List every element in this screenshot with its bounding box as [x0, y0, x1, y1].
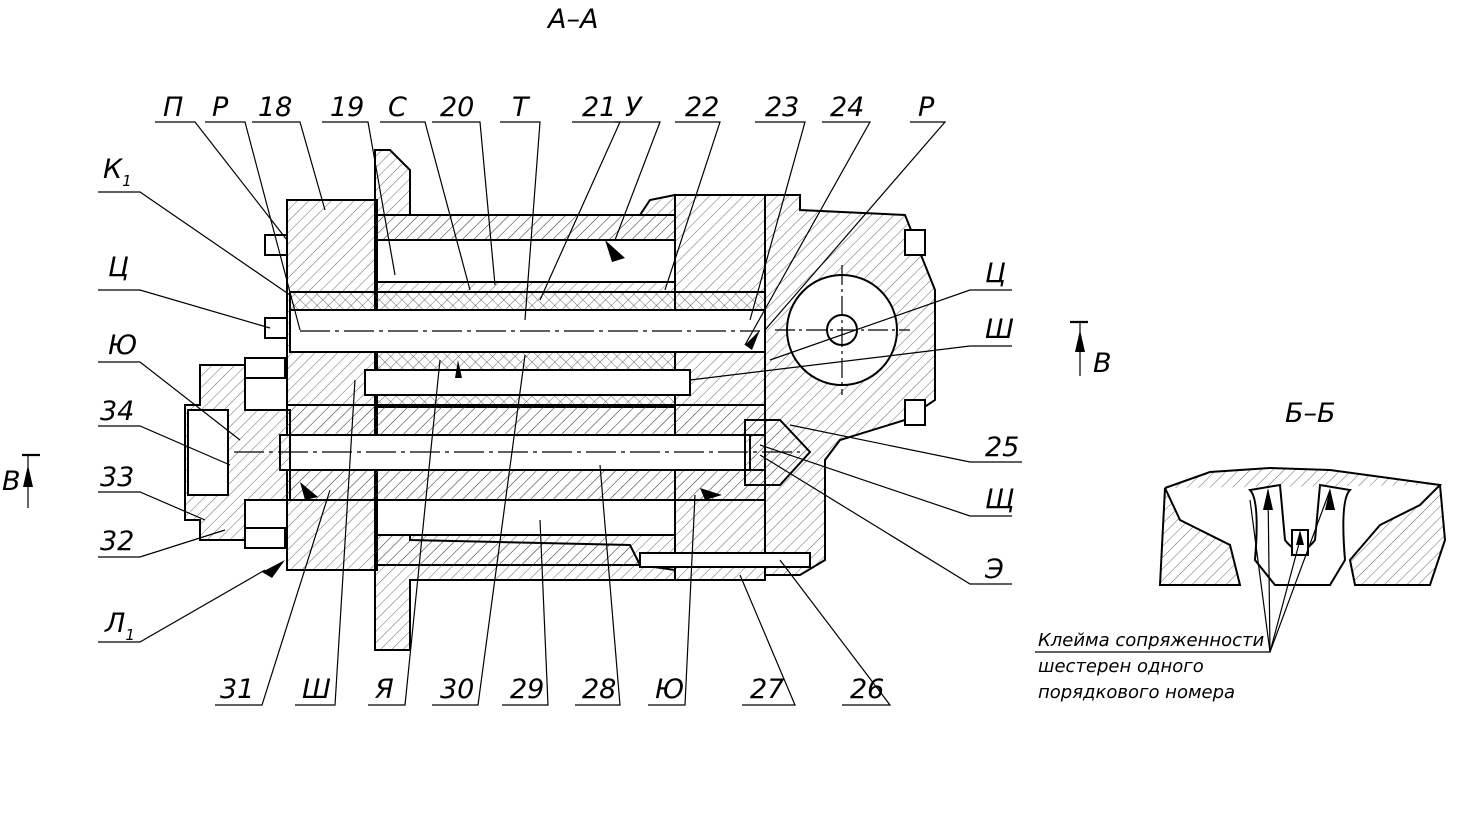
callout-label: Ш [302, 674, 331, 705]
callout-label: Э [984, 554, 1004, 585]
svg-text:В: В [2, 466, 21, 497]
caption-gear-marks: Клейма сопряженности шестерен одного пор… [1035, 489, 1331, 703]
caption-line-2: шестерен одного [1038, 656, 1204, 677]
callout-label: Т [512, 92, 531, 123]
callout-label: У [625, 92, 643, 123]
callout-label: 29 [510, 674, 544, 705]
bottom-callouts: 31 Ш Я 30 29 28 Ю 27 26 [215, 354, 892, 706]
gear-mesh-section-b-b [1158, 466, 1447, 586]
callout-label: Ц [985, 258, 1006, 289]
left-callouts: К1 Ц Ю 34 33 32 Л1 [98, 154, 291, 644]
callout-label: 32 [100, 526, 134, 557]
callout-label: 18 [258, 92, 292, 123]
callout-label: Р [918, 92, 935, 123]
callout-label: Ю [655, 674, 684, 705]
right-callouts: Ц Ш 25 Щ Э [689, 258, 1022, 585]
callout-label: Щ [985, 484, 1015, 515]
callout-label: 25 [985, 432, 1019, 463]
callout-label: 19 [330, 92, 364, 123]
callout-label: К1 [103, 154, 132, 190]
callout-label: 23 [765, 92, 799, 123]
callout-label: 21 [582, 92, 616, 123]
callout-label: Я [374, 674, 394, 705]
caption-line-1: Клейма сопряженности [1038, 630, 1265, 651]
view-mark-right: В [1070, 320, 1112, 379]
callout-label: Р [212, 92, 229, 123]
callout-label: 27 [750, 674, 784, 705]
callout-label: П [163, 92, 183, 123]
caption-line-3: порядкового номера [1038, 682, 1235, 703]
top-callouts: П Р 18 19 С 20 Т 21 У 22 23 24 Р [155, 92, 947, 346]
section-title-a-a: А–А [546, 4, 598, 35]
callout-label: 24 [830, 92, 864, 123]
callout-label: 22 [685, 92, 719, 123]
callout-label: 20 [440, 92, 474, 123]
callout-label: 30 [440, 674, 474, 705]
callout-label: 31 [220, 674, 254, 705]
pump-section-a-a [184, 149, 936, 651]
view-mark-left: В [2, 453, 40, 508]
callout-label: 33 [100, 462, 134, 493]
callout-label: 28 [582, 674, 616, 705]
callout-label: С [388, 92, 407, 123]
callout-label: Ю [108, 330, 137, 361]
callout-label: Л1 [104, 608, 135, 644]
callout-label: 34 [100, 396, 134, 427]
section-title-b-b: Б–Б [1285, 398, 1336, 429]
svg-text:В: В [1093, 348, 1112, 379]
callout-label: 26 [850, 674, 884, 705]
callout-label: Ц [108, 252, 129, 283]
callout-label: Ш [985, 314, 1014, 345]
